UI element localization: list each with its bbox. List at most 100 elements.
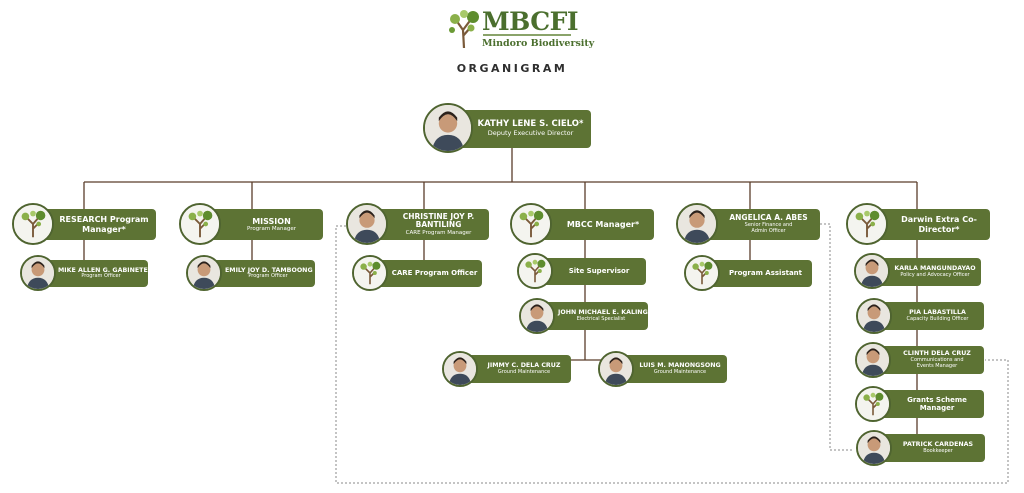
col4-member-name: Site Supervisor (568, 267, 630, 276)
person-silhouette (858, 432, 890, 464)
top-node-name: KATHY LENE S. CIELO* (477, 119, 584, 130)
logo-icon (352, 255, 388, 291)
person-photo-icon (854, 253, 890, 289)
seedling-icon (848, 205, 886, 243)
person-photo-icon (186, 255, 222, 291)
tree-logo-icon (449, 10, 479, 48)
col6-member-name: PIA LABASTILLA (909, 309, 966, 317)
col3-head-name: CHRISTINE JOY P. (402, 211, 475, 221)
col2-head-role: Program Manager (246, 225, 297, 232)
seedling-icon (857, 388, 889, 420)
col2-member-name: EMILY JOY D. TAMBOONG (225, 266, 313, 274)
col6-member-name: CLINTH DELA CRUZ (903, 350, 971, 358)
seedling-icon (14, 205, 52, 243)
col6-member-role: Bookkeeper (923, 447, 953, 454)
person-silhouette (857, 344, 889, 376)
person-silhouette (521, 300, 553, 332)
col6-head-box: Darwin Extra Co-Director* (868, 209, 990, 240)
person-silhouette (858, 300, 890, 332)
person-silhouette (348, 205, 386, 243)
col1-head-name: Manager* (82, 224, 126, 234)
col2-head-name: MISSION (252, 216, 291, 226)
logo-subtitle: Mindoro Biodiversity (482, 38, 595, 49)
person-photo-icon (442, 351, 478, 387)
seedling-icon (519, 255, 551, 287)
seedling-icon (181, 205, 219, 243)
person-photo-icon (856, 298, 892, 334)
person-photo-icon (856, 430, 892, 466)
logo-icon (855, 386, 891, 422)
col6-member-name: PATRICK CARDENAS (902, 441, 974, 449)
col5-member-box: Program Assistant (703, 260, 812, 287)
col6-member-role: Capacity Building Officer (906, 315, 969, 322)
person-silhouette (22, 257, 54, 289)
col4-head-name: MBCC Manager* (566, 219, 640, 229)
person-photo-icon (676, 203, 718, 245)
mbcfi-logo: MBCFI Mindoro Biodiversity (448, 6, 594, 52)
dashed-link-right (820, 223, 854, 451)
logo-icon (179, 203, 221, 245)
col5-member-name: Program Assistant (728, 269, 803, 278)
col3-head-role: CARE Program Manager (405, 229, 472, 236)
person-silhouette (856, 255, 888, 287)
logo-icon (846, 203, 888, 245)
col6-member-role: Events Manager (916, 362, 958, 369)
page-title: ORGANIGRAM (456, 62, 568, 75)
col5-head-role: Admin Officer (751, 227, 786, 234)
logo-tagline-bar (483, 34, 571, 36)
col1-member-role: Program Officer (81, 273, 121, 280)
person-photo-icon (519, 298, 555, 334)
col6-member-name: Grants Scheme (907, 395, 967, 404)
col6-head-name: Director* (918, 224, 960, 234)
col6-head-name: Darwin Extra Co- (901, 215, 977, 225)
person-silhouette (444, 353, 476, 385)
person-photo-icon (346, 203, 388, 245)
person-photo-icon (20, 255, 56, 291)
seedling-icon (354, 257, 386, 289)
ground-maintenance-name: JIMMY C. DELA CRUZ (487, 362, 561, 370)
col4-head-box: MBCC Manager* (532, 209, 654, 240)
seedling-icon (512, 205, 550, 243)
col1-head-name: RESEARCH Program (59, 215, 149, 225)
col6-member-name: Manager (919, 404, 955, 412)
ground-maintenance-name: LUIS M. MANONGSONG (639, 362, 721, 370)
col5-head-role: Senior Finance and (744, 221, 793, 228)
col5-head-name: ANGELICA A. ABES (729, 213, 808, 223)
col4-member-role: Electrical Specialist (576, 315, 626, 322)
col1-member-name: MIKE ALLEN G. GABINETE (58, 266, 148, 274)
col6-member-name: KARLA MANGUNDAYAO (894, 265, 976, 273)
col4-member-box: Site Supervisor (536, 258, 646, 285)
col6-member-role: Communications and (910, 356, 964, 363)
col3-member-box: CARE Program Officer (371, 260, 482, 287)
person-silhouette (600, 353, 632, 385)
col3-member-name: CARE Program Officer (391, 269, 478, 278)
person-photo-icon (855, 342, 891, 378)
logo-icon (12, 203, 54, 245)
col3-head-name: BANTILING (415, 220, 462, 230)
person-silhouette (425, 105, 471, 151)
logo-icon (684, 255, 720, 291)
seedling-icon (686, 257, 718, 289)
col2-member-role: Program Officer (248, 273, 288, 280)
col6-member-role: Policy and Advocacy Officer (900, 271, 970, 278)
ground-maintenance-role: Ground Maintenance (497, 368, 551, 375)
person-photo-icon (423, 103, 473, 153)
logo-text: MBCFI (482, 7, 579, 36)
top-node-role: Deputy Executive Director (487, 128, 574, 137)
person-silhouette (188, 257, 220, 289)
dashed-link-left (335, 225, 1009, 484)
person-silhouette (678, 205, 716, 243)
logo-icon (517, 253, 553, 289)
